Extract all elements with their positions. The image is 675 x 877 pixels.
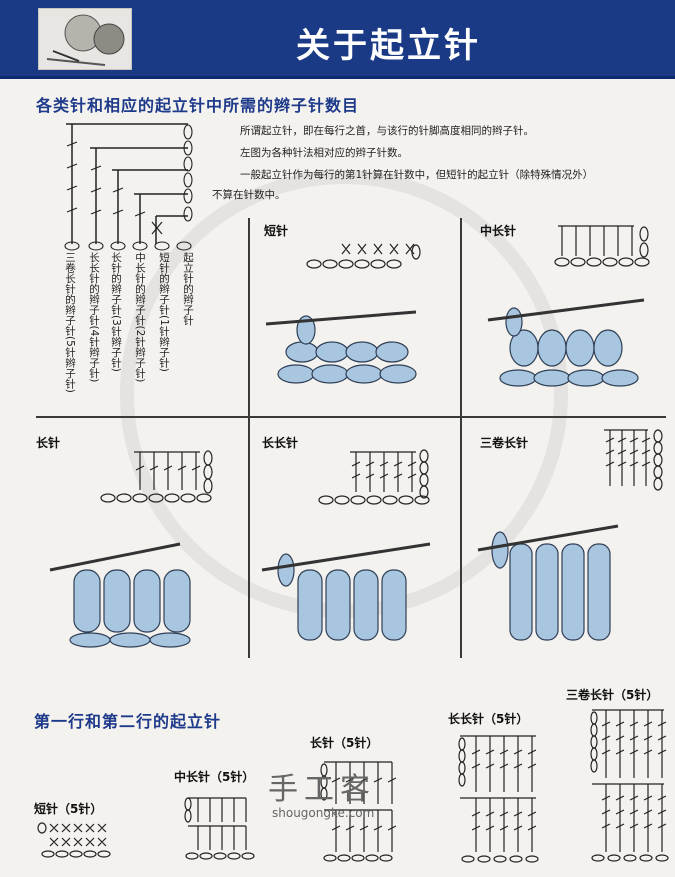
section-title-first-second-row: 第一行和第二行的起立针 — [34, 712, 222, 731]
paragraph-1: 所谓起立针，即在每行之首，与该行的针脚高度相同的辫子针。 — [240, 125, 534, 137]
dtr-symbol-diagram — [604, 429, 663, 491]
vertical-label-tr: 长长针的辫子针(4针辫子针) — [88, 252, 100, 383]
turning-chain-ladder-diagram — [64, 123, 193, 251]
grid-divider-horizontal — [36, 416, 666, 418]
section-title-chain-counts: 各类针和相应的起立针中所需的辫子针数目 — [36, 96, 360, 115]
vertical-label-turning-chain: 起立针的辫子针 — [182, 252, 194, 326]
paragraph-4: 不算在针数中。 — [212, 189, 286, 201]
tr-swatch-illustration — [261, 542, 431, 641]
grid-divider-vertical-2 — [460, 218, 462, 658]
row-label-hdc: 中长针（5针） — [174, 770, 255, 784]
dc-symbol-diagram — [100, 450, 213, 503]
dtr-rows-diagram — [590, 709, 669, 862]
vertical-label-hdc: 中长针的辫子针(2针辫子针) — [134, 252, 146, 383]
sc-rows-diagram — [37, 822, 111, 858]
row-label-dtr: 三卷长针（5针） — [566, 688, 659, 702]
yarn-balls-image — [38, 8, 132, 70]
yarn-balls-icon — [46, 14, 125, 66]
page-title: 关于起立针 — [296, 26, 481, 66]
panel-label-dc: 长针 — [36, 436, 61, 450]
watermark-url: shougongke.com — [272, 806, 375, 820]
hdc-symbol-diagram — [554, 225, 650, 267]
header-divider — [0, 76, 675, 79]
sc-symbol-diagram — [306, 243, 421, 269]
panel-label-dtr: 三卷长针 — [480, 436, 529, 450]
paragraph-2: 左图为各种针法相对应的辫子针数。 — [240, 147, 408, 159]
vertical-label-dc: 长针的辫子针(3针辫子针) — [110, 252, 122, 372]
panel-label-sc: 短针 — [264, 224, 289, 238]
sc-swatch-illustration — [265, 310, 417, 384]
paragraph-3: 一般起立针作为每行的第1针算在针数中，但短针的起立针（除特殊情况外） — [240, 169, 594, 181]
dc-swatch-illustration — [49, 542, 191, 648]
row-label-dc: 长针（5针） — [310, 736, 379, 750]
watermark-text: 手工客 — [268, 772, 376, 807]
grid-divider-vertical-1 — [248, 218, 250, 658]
dc-rows-diagram — [320, 761, 397, 862]
panel-label-hdc: 中长针 — [480, 224, 517, 238]
vertical-label-sc: 短针的辫子针(1针辫子针) — [158, 252, 170, 372]
tr-rows-diagram — [458, 735, 539, 863]
hdc-rows-diagram — [184, 797, 255, 860]
panel-label-tr: 长长针 — [262, 436, 299, 450]
tr-symbol-diagram — [318, 449, 430, 505]
row-label-tr: 长长针（5针） — [448, 712, 529, 726]
hdc-swatch-illustration — [487, 298, 645, 387]
header-bar: 关于起立针 — [0, 0, 675, 76]
dtr-swatch-illustration — [477, 524, 619, 641]
row-label-sc: 短针（5针） — [34, 802, 103, 816]
vertical-label-dtr: 三卷长针的辫子针(5针辫子针) — [64, 252, 76, 393]
